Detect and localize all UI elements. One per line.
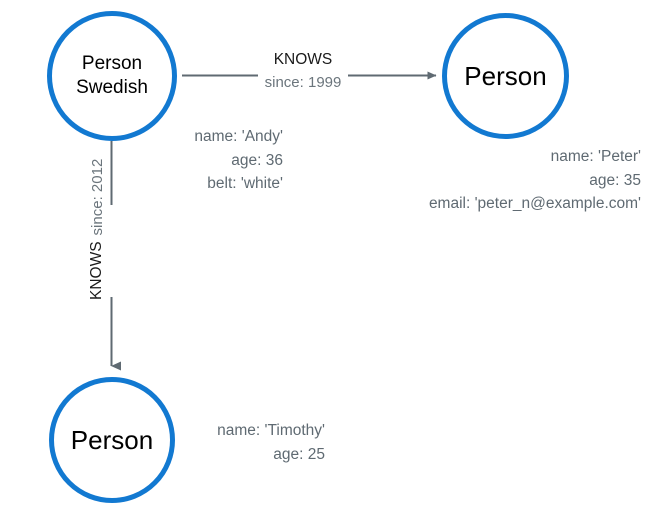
node-label-person: Person <box>70 424 154 455</box>
property-line: belt: 'white' <box>207 175 283 193</box>
relationship-property: since: 2012 <box>89 158 106 236</box>
node-label-person: Person <box>464 60 547 91</box>
property-line: email: 'peter_n@example.com' <box>428 195 641 213</box>
property-line: name: 'Andy' <box>194 128 283 145</box>
relationship-type: KNOWS <box>273 51 333 68</box>
relationship-property: since: 1999 <box>264 73 342 91</box>
graph-node-peter[interactable]: Person <box>442 13 569 139</box>
node-label-person: Person <box>81 53 143 75</box>
property-line: name: 'Peter' <box>550 148 641 165</box>
property-line: age: 25 <box>273 445 325 463</box>
property-line: age: 35 <box>589 171 641 189</box>
node-properties-andy: name: 'Andy' age: 36 belt: 'white' <box>108 125 283 196</box>
edge-label-andy-knows-timothy: KNOWS since: 2012 <box>88 159 107 300</box>
graph-node-timothy[interactable]: Person <box>49 377 175 503</box>
property-line: age: 36 <box>231 151 283 169</box>
property-line: name: 'Timothy' <box>217 422 325 439</box>
graph-node-andy[interactable]: Person Swedish <box>47 11 177 141</box>
node-properties-timothy: name: 'Timothy' age: 25 <box>145 419 325 466</box>
relationship-type: KNOWS <box>88 241 105 300</box>
node-label-swedish: Swedish <box>76 77 148 98</box>
node-properties-peter: name: 'Peter' age: 35 email: 'peter_n@ex… <box>290 145 641 216</box>
edge-label-andy-knows-peter: KNOWS since: 1999 <box>248 51 358 92</box>
